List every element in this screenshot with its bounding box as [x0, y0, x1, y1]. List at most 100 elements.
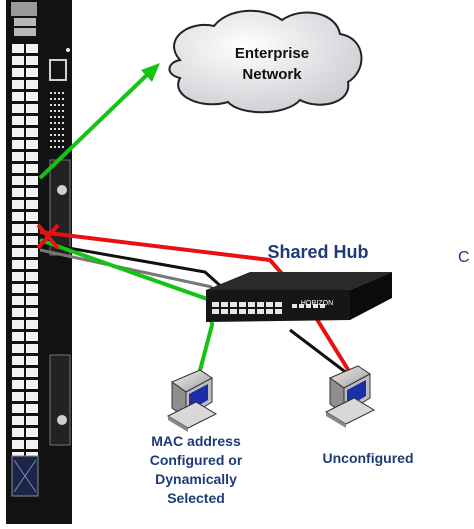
- switch-port: [12, 140, 24, 149]
- switch-port: [12, 380, 24, 389]
- configured-label-line4: Selected: [167, 490, 225, 506]
- module-plate-lower: [49, 354, 71, 446]
- configured-client-computer: [166, 369, 218, 432]
- status-led: [50, 134, 52, 136]
- switch-port: [26, 212, 38, 221]
- switch-port: [12, 44, 24, 53]
- switch-port: [12, 428, 24, 437]
- switch-port: [26, 368, 38, 377]
- status-led: [58, 122, 60, 124]
- status-led: [62, 98, 64, 100]
- switch-port: [26, 416, 38, 425]
- status-led: [58, 140, 60, 142]
- switch-port: [12, 116, 24, 125]
- status-led: [50, 122, 52, 124]
- shared-hub-device: HORIZON: [206, 272, 392, 322]
- switch-port: [26, 188, 38, 197]
- switch-port: [26, 164, 38, 173]
- configured-label-line3: Dynamically: [155, 471, 237, 487]
- switch-top-latch: [11, 2, 37, 16]
- hub-port: [320, 304, 325, 308]
- hub-port: [299, 304, 304, 308]
- switch-port: [12, 308, 24, 317]
- status-led: [50, 98, 52, 100]
- switch-port: [26, 104, 38, 113]
- switch-port: [26, 404, 38, 413]
- status-led: [50, 146, 52, 148]
- hub-port: [275, 302, 282, 307]
- status-led: [62, 116, 64, 118]
- hub-port: [257, 302, 264, 307]
- status-led: [58, 104, 60, 106]
- hub-port: [266, 302, 273, 307]
- switch-port: [12, 92, 24, 101]
- switch-port: [26, 320, 38, 329]
- status-led: [58, 98, 60, 100]
- switch-port: [12, 248, 24, 257]
- screw-icon: [57, 185, 67, 195]
- status-led: [62, 122, 64, 124]
- status-led: [62, 128, 64, 130]
- hub-port-row: [212, 302, 325, 314]
- switch-port: [12, 104, 24, 113]
- configured-label-line2: Configured or: [150, 452, 243, 468]
- switch-port: [26, 272, 38, 281]
- edge-glyph: C: [458, 249, 470, 266]
- hub-port: [212, 302, 219, 307]
- switch-port: [26, 128, 38, 137]
- hub-port: [230, 302, 237, 307]
- switch-port: [12, 440, 24, 449]
- status-led: [50, 104, 52, 106]
- switch-port: [12, 188, 24, 197]
- status-led: [54, 98, 56, 100]
- status-led-block: [50, 92, 64, 148]
- switch-port: [26, 80, 38, 89]
- hub-port: [313, 304, 318, 308]
- switch-port: [26, 344, 38, 353]
- switch-port: [26, 356, 38, 365]
- status-led: [58, 128, 60, 130]
- switch-port: [12, 344, 24, 353]
- switch-port: [12, 224, 24, 233]
- switch-port: [26, 260, 38, 269]
- status-led: [62, 134, 64, 136]
- cloud-label-line1: Enterprise: [235, 45, 309, 62]
- switch-port: [26, 248, 38, 257]
- switch-port: [26, 236, 38, 245]
- switch-port: [12, 284, 24, 293]
- switch-port: [12, 392, 24, 401]
- status-led: [50, 110, 52, 112]
- switch-port: [26, 428, 38, 437]
- switch-chassis: [6, 0, 72, 524]
- switch-port: [12, 80, 24, 89]
- enterprise-network-cloud: Enterprise Network: [168, 9, 363, 114]
- hub-port: [221, 302, 228, 307]
- hub-port: [275, 309, 282, 314]
- switch-port: [12, 368, 24, 377]
- status-led: [62, 140, 64, 142]
- status-led: [62, 104, 64, 106]
- status-led: [58, 92, 60, 94]
- status-led: [54, 140, 56, 142]
- hub-port: [248, 302, 255, 307]
- switch-port: [26, 68, 38, 77]
- configured-client-label: MAC address Configured or Dynamically Se…: [150, 433, 243, 506]
- hub-brand: HORIZON: [301, 300, 333, 307]
- uplink-to-cloud: [38, 63, 160, 180]
- console-port: [49, 59, 67, 81]
- switch-port: [26, 200, 38, 209]
- switch-port: [26, 296, 38, 305]
- switch-port: [12, 212, 24, 221]
- status-led: [54, 116, 56, 118]
- unconfigured-client-computer: [324, 365, 376, 428]
- blocked-x-icon: [36, 223, 60, 250]
- switch-port: [12, 164, 24, 173]
- switch-port: [12, 296, 24, 305]
- switch-port: [26, 92, 38, 101]
- status-led: [54, 134, 56, 136]
- switch-port: [26, 332, 38, 341]
- switch-port: [12, 56, 24, 65]
- hub-port: [239, 302, 246, 307]
- switch-port: [12, 272, 24, 281]
- status-led: [58, 110, 60, 112]
